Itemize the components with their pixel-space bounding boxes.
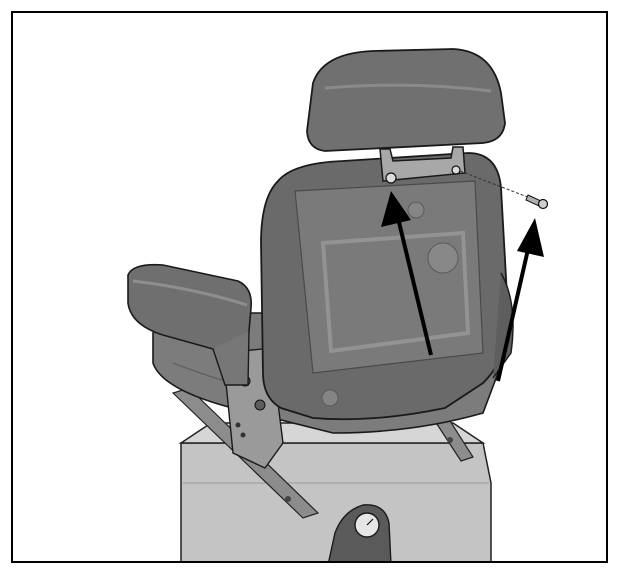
arrow-right — [496, 218, 544, 382]
gauge-knob — [328, 504, 392, 561]
armrest — [127, 263, 253, 386]
seat-backrest — [260, 152, 514, 421]
figure-frame — [11, 11, 608, 563]
mounting-bracket — [379, 146, 466, 184]
arrow-left — [381, 191, 433, 356]
mounting-bolt — [459, 170, 549, 210]
seat-illustration — [127, 48, 549, 561]
headrest — [306, 48, 506, 152]
